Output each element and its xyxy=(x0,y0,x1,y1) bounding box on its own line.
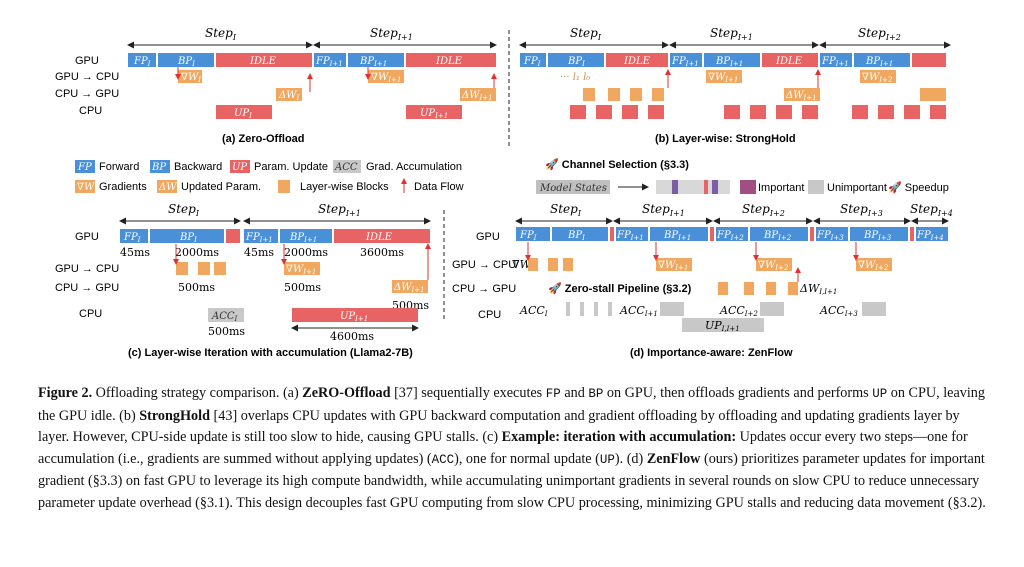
svg-text:FPI: FPI xyxy=(519,230,537,242)
step-i1-label: StepI+1 xyxy=(370,26,413,42)
svg-text:BP: BP xyxy=(151,162,166,173)
bp-block-next: BPI+1 xyxy=(359,56,387,68)
figure-caption: Figure 2. Offloading strategy comparison… xyxy=(38,385,986,511)
offloading-figure: StepI StepI+1 GPU GPU → CPU CPU → GPU CP… xyxy=(55,26,953,359)
panel-a-title: (a) Zero-Offload xyxy=(222,133,305,145)
svg-text:StepI: StepI xyxy=(550,202,582,218)
svg-text:4600ms: 4600ms xyxy=(330,330,374,343)
svg-text:StepI+1: StepI+1 xyxy=(318,202,361,218)
svg-text:BPI: BPI xyxy=(567,56,585,68)
svg-text:CPU: CPU xyxy=(478,309,501,321)
svg-text:BPI: BPI xyxy=(179,232,197,244)
svg-text:GPU: GPU xyxy=(476,231,500,243)
row-gpu: GPU xyxy=(75,55,99,67)
model-states-label: Model States xyxy=(539,183,607,194)
svg-text:3600ms: 3600ms xyxy=(360,246,404,259)
svg-text:CPU: CPU xyxy=(79,308,102,320)
fp-block: FPI xyxy=(133,56,151,68)
idle-block-next: IDLE xyxy=(435,56,463,67)
row-cpu: CPU xyxy=(79,105,102,117)
svg-text:FPI: FPI xyxy=(523,56,541,68)
legend: FP Forward BP Backward UP Param. Update … xyxy=(75,158,949,194)
panel-d-title: (d) Importance-aware: ZenFlow xyxy=(630,347,793,359)
svg-text:ACCI+2: ACCI+2 xyxy=(719,304,758,318)
legend-dataflow: Data Flow xyxy=(414,181,464,193)
legend-grad-acc: Grad. Accumulation xyxy=(366,161,462,173)
svg-text:ACCI+3: ACCI+3 xyxy=(819,304,858,318)
svg-text:FPI: FPI xyxy=(123,232,141,244)
svg-text:StepI+2: StepI+2 xyxy=(858,26,901,42)
svg-text:ACCI+1: ACCI+1 xyxy=(619,304,658,318)
panel-b: StepI StepI+1 StepI+2 FPI BPI IDLE FPI+1… xyxy=(519,26,951,145)
svg-text:GPU → CPU: GPU → CPU xyxy=(55,263,119,275)
svg-text:StepI+4: StepI+4 xyxy=(910,202,953,218)
svg-text:··· l₁ l₀: ··· l₁ l₀ xyxy=(560,72,590,83)
legend-important: Important xyxy=(758,182,804,194)
channel-selection-label: 🚀 Channel Selection (§3.3) xyxy=(545,158,689,171)
legend-backward: Backward xyxy=(174,161,222,173)
svg-text:UP: UP xyxy=(232,162,247,173)
svg-text:FP: FP xyxy=(77,162,92,173)
row-gpu-cpu: GPU → CPU xyxy=(55,71,119,83)
svg-text:StepI: StepI xyxy=(570,26,602,42)
fp-block-next: FPI+1 xyxy=(315,56,343,68)
legend-gradients: Gradients xyxy=(99,181,147,193)
panel-c: StepI StepI+1 GPU GPU → CPU CPU → GPU CP… xyxy=(55,202,431,359)
legend-updated-param: Updated Param. xyxy=(181,181,261,193)
row-cpu-gpu: CPU → GPU xyxy=(55,88,119,100)
step-i-label: StepI xyxy=(205,26,237,42)
svg-text:StepI+3: StepI+3 xyxy=(840,202,883,218)
svg-text:2000ms: 2000ms xyxy=(284,246,328,259)
svg-text:500ms: 500ms xyxy=(178,281,215,294)
legend-speedup: 🚀 Speedup xyxy=(888,181,949,194)
legend-forward: Forward xyxy=(99,161,139,173)
svg-text:45ms: 45ms xyxy=(244,246,274,259)
svg-text:StepI: StepI xyxy=(168,202,200,218)
svg-text:BPI: BPI xyxy=(567,230,585,242)
up-block: UPI xyxy=(234,108,252,120)
svg-text:ΔW: ΔW xyxy=(158,182,177,193)
legend-unimportant: Unimportant xyxy=(827,182,887,194)
zero-stall-label: 🚀 Zero-stall Pipeline (§3.2) xyxy=(548,282,692,295)
svg-text:StepI+1: StepI+1 xyxy=(642,202,685,218)
svg-text:GPU: GPU xyxy=(75,231,99,243)
svg-text:CPU → GPU: CPU → GPU xyxy=(55,282,119,294)
svg-text:∇W: ∇W xyxy=(77,182,95,193)
bp-block: BPI xyxy=(177,56,195,68)
panel-b-title: (b) Layer-wise: StrongHold xyxy=(655,133,796,145)
svg-text:IDLE: IDLE xyxy=(623,56,651,67)
panel-d: StepI StepI+1 StepI+2 StepI+3 StepI+4 GP… xyxy=(452,202,953,359)
svg-text:ACC: ACC xyxy=(334,162,358,173)
svg-text:45ms: 45ms xyxy=(120,246,150,259)
svg-text:ΔWI,I+1: ΔWI,I+1 xyxy=(799,282,837,296)
upd-block: ΔWI xyxy=(278,90,300,102)
svg-text:ACCI: ACCI xyxy=(519,304,548,318)
svg-text:StepI+1: StepI+1 xyxy=(710,26,753,42)
legend-param-update: Param. Update xyxy=(254,161,328,173)
idle-block: IDLE xyxy=(249,56,277,67)
svg-text:500ms: 500ms xyxy=(284,281,321,294)
svg-text:GPU → CPU: GPU → CPU xyxy=(452,259,516,271)
panel-a: StepI StepI+1 GPU GPU → CPU CPU → GPU CP… xyxy=(55,26,497,145)
svg-text:IDLE: IDLE xyxy=(365,232,393,243)
svg-text:StepI+2: StepI+2 xyxy=(742,202,785,218)
svg-text:500ms: 500ms xyxy=(208,325,245,338)
grad-block: ∇WI xyxy=(181,72,201,84)
legend-layerwise: Layer-wise Blocks xyxy=(300,181,389,193)
svg-text:CPU → GPU: CPU → GPU xyxy=(452,283,516,295)
svg-text:ACCI: ACCI xyxy=(211,311,238,323)
up-block-next: UPI+1 xyxy=(420,108,448,120)
panel-c-title: (c) Layer-wise Iteration with accumulati… xyxy=(128,347,413,359)
svg-text:IDLE: IDLE xyxy=(775,56,803,67)
svg-text:2000ms: 2000ms xyxy=(175,246,219,259)
